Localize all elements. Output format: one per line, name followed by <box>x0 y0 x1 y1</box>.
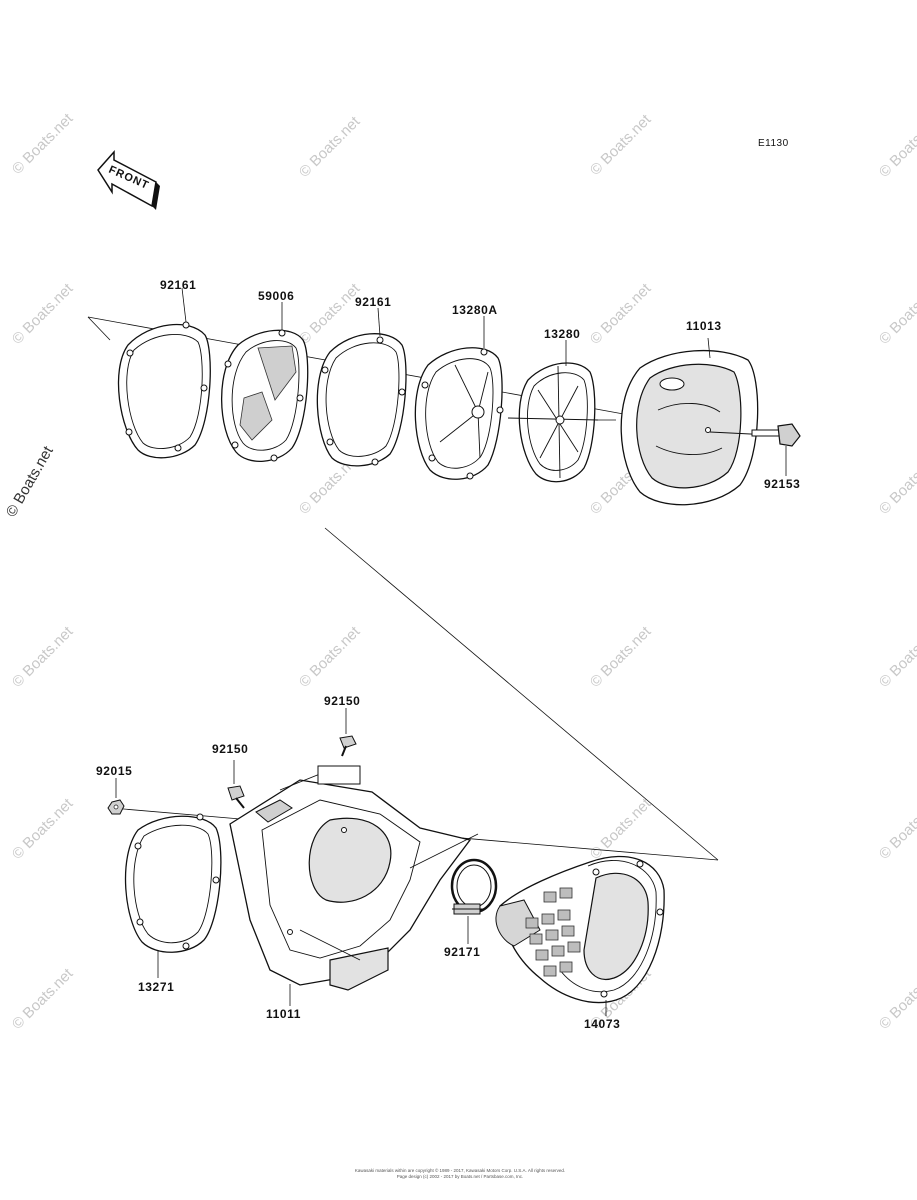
diagram-code: E1130 <box>758 138 789 149</box>
part-label-11013[interactable]: 11013 <box>686 319 722 333</box>
watermark: © Boats.net <box>9 280 77 348</box>
watermark: © Boats.net <box>587 280 655 348</box>
part-label-13280A[interactable]: 13280A <box>452 303 498 317</box>
gasket-92161-left <box>117 321 211 459</box>
watermark: © Boats.net <box>587 623 655 691</box>
watermark: © Boats.net <box>587 111 655 179</box>
part-label-92161-middle[interactable]: 92161 <box>355 295 391 309</box>
gasket-92161-middle <box>316 333 407 467</box>
watermark: © Boats.net <box>876 450 917 518</box>
part-label-59006[interactable]: 59006 <box>258 289 294 303</box>
nut-92015 <box>107 799 125 815</box>
watermark: © Boats.net <box>9 623 77 691</box>
part-labels: 92161 59006 92161 13280A 13280 11013 921… <box>96 278 800 1031</box>
watermark: © Boats.net <box>9 795 77 863</box>
watermark: © Boats.net <box>9 110 77 178</box>
watermark: © Boats.net <box>587 795 655 863</box>
case-11011 <box>229 765 479 991</box>
watermark: © Boats.net <box>876 965 917 1033</box>
cage-13280 <box>507 362 599 483</box>
part-label-13271[interactable]: 13271 <box>138 980 174 994</box>
part-label-92161-left[interactable]: 92161 <box>160 278 196 292</box>
cover-11013 <box>620 349 759 506</box>
clamp-92171 <box>450 858 498 915</box>
watermark: © Boats.net <box>876 113 917 181</box>
watermark: © Boats.net <box>296 113 364 181</box>
watermark: © Boats.net <box>876 795 917 863</box>
frame-13280A <box>414 347 504 480</box>
part-label-92150-upper[interactable]: 92150 <box>324 694 360 708</box>
part-label-92015[interactable]: 92015 <box>96 764 132 778</box>
watermark: © Boats.net <box>876 280 917 348</box>
front-arrow-icon: FRONT <box>97 150 160 210</box>
duct-14073 <box>495 855 665 1004</box>
part-label-11011[interactable]: 11011 <box>266 1007 301 1021</box>
watermark: © Boats.net <box>9 965 77 1033</box>
part-label-14073[interactable]: 14073 <box>584 1017 620 1031</box>
bolt-92150-lower <box>227 785 245 809</box>
screen-59006 <box>220 329 309 463</box>
bolt-92153 <box>709 423 801 447</box>
watermark: © Boats.net <box>296 623 364 691</box>
copyright-line-2: Page design (c) 2002 - 2017 by Boats.net… <box>397 1174 524 1179</box>
watermark: © Boats.net <box>876 623 917 691</box>
part-label-92171[interactable]: 92171 <box>444 945 480 959</box>
copyright-line-1: Kawasaki materials within are copyright … <box>355 1167 565 1173</box>
bolt-92150-upper <box>339 735 357 757</box>
part-label-92153[interactable]: 92153 <box>764 477 800 491</box>
part-label-13280[interactable]: 13280 <box>544 327 580 341</box>
gasket-13271 <box>124 813 222 953</box>
watermark: © Boats.net <box>3 443 57 520</box>
part-label-92150-lower[interactable]: 92150 <box>212 742 248 756</box>
